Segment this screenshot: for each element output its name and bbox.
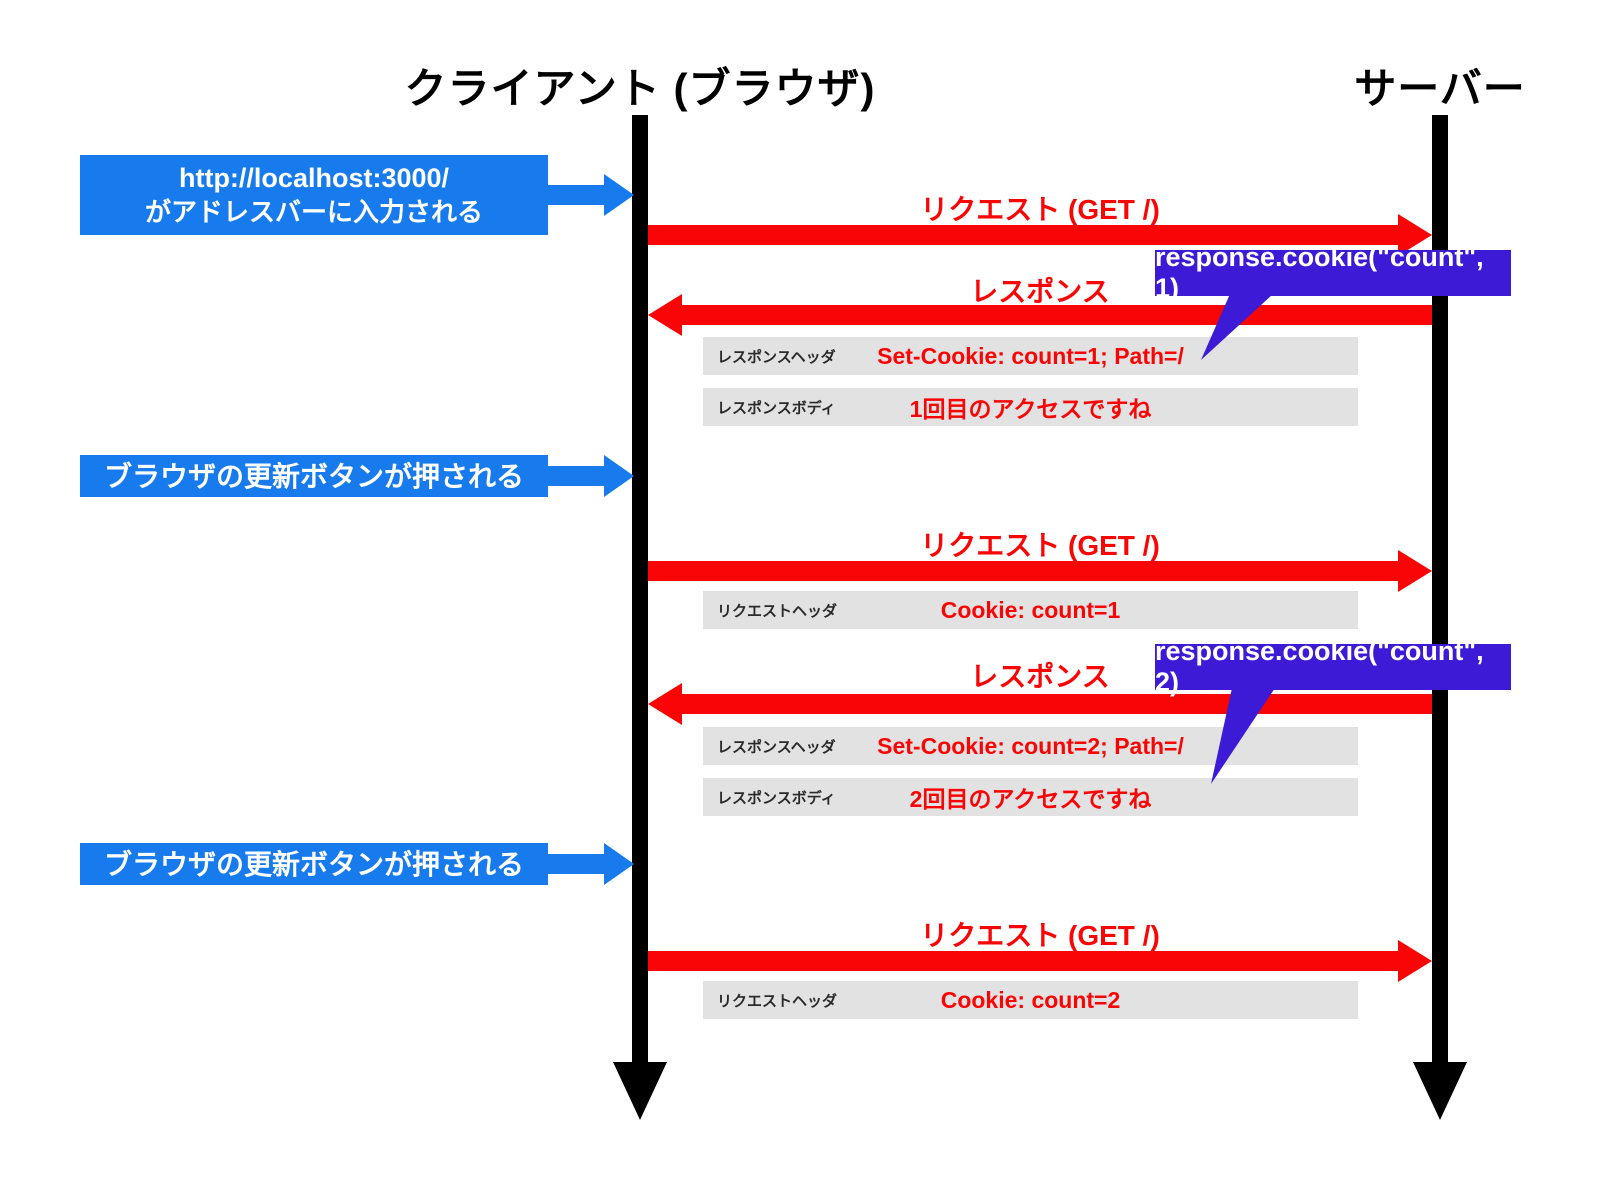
annotation-cookie-2-tail-icon	[1211, 688, 1275, 784]
response-1-label: レスポンス	[970, 276, 1110, 307]
request-3-label: リクエスト (GET /)	[920, 920, 1160, 951]
request-3-header-row: リクエストヘッダ Cookie: count=2	[703, 981, 1358, 1019]
server-lifeline	[1432, 115, 1448, 1062]
action-refresh-2: ブラウザの更新ボタンが押される	[80, 843, 548, 885]
action-arrow-head-icon	[604, 174, 634, 216]
action-arrow-shaft	[548, 854, 604, 874]
request-3-arrow-shaft	[648, 951, 1400, 971]
action-refresh-1: ブラウザの更新ボタンが押される	[80, 455, 548, 497]
request-2-label: リクエスト (GET /)	[920, 530, 1160, 561]
response-2-label: レスポンス	[970, 661, 1110, 692]
row-label: リクエストヘッダ	[717, 992, 838, 1010]
client-lane-title: クライアント (ブラウザ)	[404, 65, 876, 112]
row-value: Set-Cookie: count=2; Path=/	[877, 732, 1184, 759]
request-2-arrow-head-icon	[1398, 550, 1432, 592]
action-arrow-head-icon	[604, 455, 634, 497]
response-1-arrow-head-icon	[648, 294, 682, 336]
row-label: レスポンスボディ	[717, 399, 836, 417]
row-value: 2回目のアクセスですね	[909, 786, 1152, 812]
response-2-arrow-head-icon	[648, 683, 682, 725]
request-1-arrow-shaft	[648, 225, 1400, 245]
action-arrow-head-icon	[604, 843, 634, 885]
request-1-arrow-head-icon	[1398, 214, 1432, 256]
response-2-body-row: レスポンスボディ 2回目のアクセスですね	[703, 778, 1358, 816]
row-value: 1回目のアクセスですね	[909, 396, 1152, 422]
action-arrow-shaft	[548, 185, 604, 205]
response-1-body-row: レスポンスボディ 1回目のアクセスですね	[703, 388, 1358, 426]
server-lane-title: サーバー	[1354, 65, 1526, 112]
annotation-cookie-1-tail-icon	[1201, 294, 1273, 360]
annotation-cookie-2: response.cookie("count", 2)	[1155, 636, 1511, 697]
request-2-arrow-shaft	[648, 561, 1400, 581]
row-value: Cookie: count=1	[940, 596, 1121, 623]
request-2-header-row: リクエストヘッダ Cookie: count=1	[703, 591, 1358, 629]
row-label: レスポンスヘッダ	[717, 348, 836, 366]
row-value: Set-Cookie: count=1; Path=/	[877, 342, 1184, 369]
response-1-arrow-shaft	[682, 305, 1432, 325]
client-lifeline-arrow-icon	[613, 1062, 667, 1120]
request-1-label: リクエスト (GET /)	[920, 194, 1160, 225]
request-3-arrow-head-icon	[1398, 940, 1432, 982]
response-2-header-row: レスポンスヘッダ Set-Cookie: count=2; Path=/	[703, 727, 1358, 765]
action-address-bar-url: http://localhost:3000/	[178, 162, 450, 193]
row-value: Cookie: count=2	[940, 986, 1121, 1013]
action-address-bar: http://localhost:3000/ がアドレスバーに入力される	[80, 155, 548, 235]
action-arrow-shaft	[548, 466, 604, 486]
row-label: リクエストヘッダ	[717, 602, 838, 620]
server-lifeline-arrow-icon	[1413, 1062, 1467, 1120]
action-address-bar-text: がアドレスバーに入力される	[144, 196, 483, 227]
client-lifeline	[632, 115, 648, 1062]
row-label: レスポンスボディ	[717, 789, 836, 807]
row-label: レスポンスヘッダ	[717, 738, 836, 756]
response-1-header-row: レスポンスヘッダ Set-Cookie: count=1; Path=/	[703, 337, 1358, 375]
annotation-cookie-1: response.cookie("count", 1)	[1155, 242, 1511, 303]
